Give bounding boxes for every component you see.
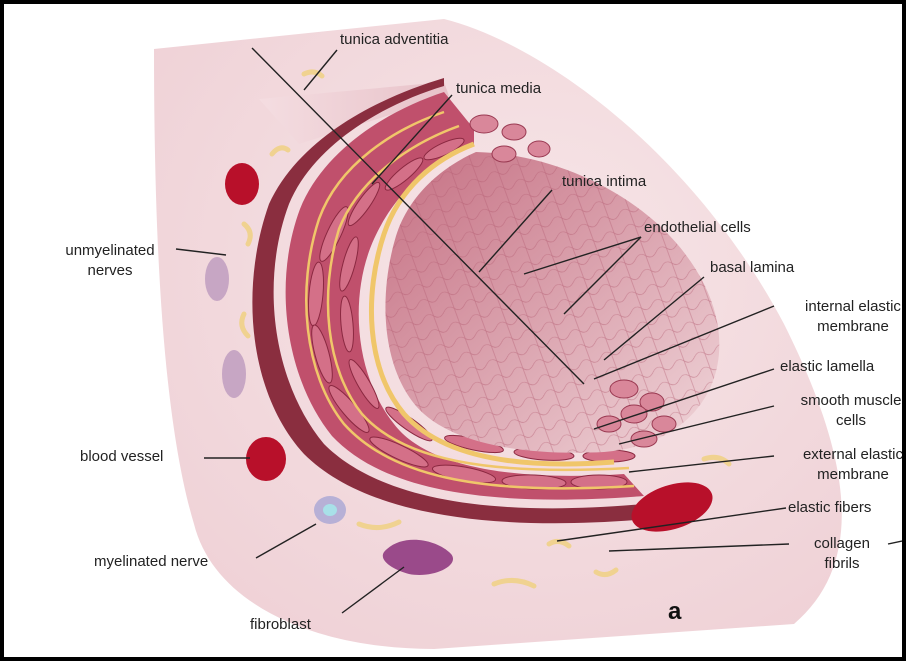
label-fibroblast: fibroblast: [250, 615, 311, 635]
panel-letter: a: [668, 598, 681, 626]
label-internal-elastic-membrane: internal elastic membrane: [778, 297, 906, 337]
label-internal-elastic-line2: membrane: [778, 317, 906, 337]
label-endothelial-cells: endothelial cells: [644, 218, 751, 238]
label-blood-vessel: blood vessel: [80, 447, 163, 467]
label-collagen-line2: fibrils: [794, 554, 890, 574]
label-tunica-media: tunica media: [456, 79, 541, 99]
label-myelinated-nerve: myelinated nerve: [94, 552, 208, 572]
label-external-elastic-membrane: external elastic membrane: [778, 445, 906, 485]
myelinated-nerve-icon: [314, 496, 346, 524]
label-unmyelinated-nerves: unmyelinated nerves: [38, 241, 182, 281]
label-basal-lamina: basal lamina: [710, 258, 794, 278]
label-collagen-fibrils: collagen fibrils: [794, 534, 890, 574]
label-elastic-lamella: elastic lamella: [780, 357, 874, 377]
label-elastic-fibers: elastic fibers: [788, 498, 871, 518]
label-smooth-muscle-cells: smooth muscle cells: [776, 391, 906, 431]
label-smooth-muscle-line1: smooth muscle: [776, 391, 906, 411]
label-tunica-intima: tunica intima: [562, 172, 646, 192]
label-external-elastic-line2: membrane: [778, 465, 906, 485]
label-internal-elastic-line1: internal elastic: [778, 297, 906, 317]
label-unmyelinated-line1: unmyelinated: [38, 241, 182, 261]
label-external-elastic-line1: external elastic: [778, 445, 906, 465]
label-collagen-line1: collagen: [794, 534, 890, 554]
label-unmyelinated-line2: nerves: [38, 261, 182, 281]
label-tunica-adventitia: tunica adventitia: [340, 30, 448, 50]
label-smooth-muscle-line2: cells: [776, 411, 906, 431]
